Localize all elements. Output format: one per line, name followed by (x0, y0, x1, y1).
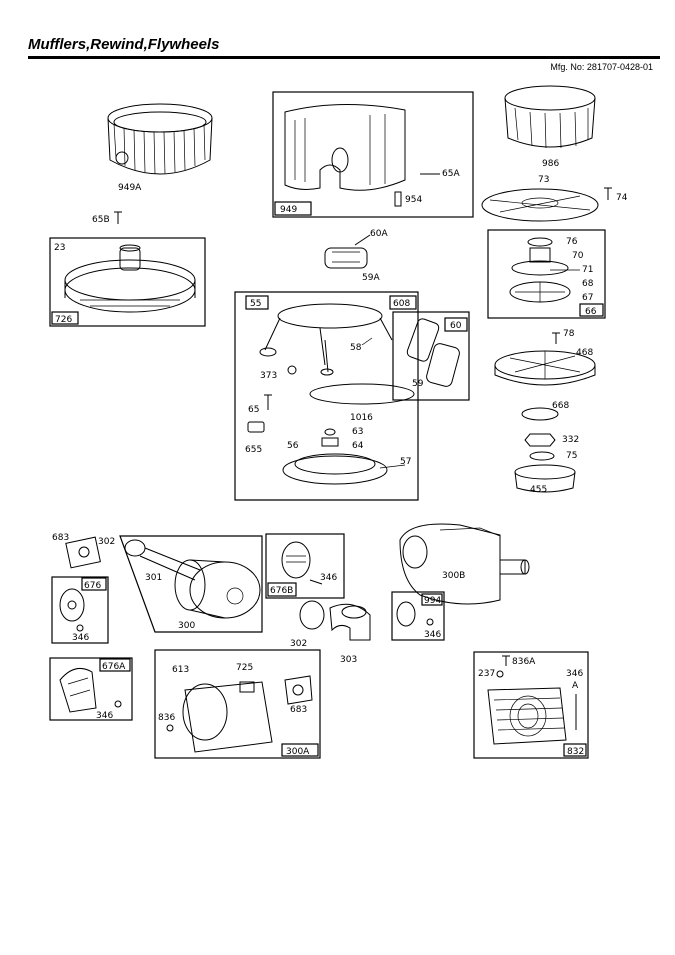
label-303: 303 (340, 655, 357, 665)
label-237: 237 (478, 669, 495, 679)
label-300A: 300A (286, 747, 310, 757)
label-78: 78 (563, 329, 575, 339)
label-949A: 949A (118, 183, 142, 193)
label-373: 373 (260, 371, 277, 381)
exhaust-elbow-303: 302 303 (290, 600, 371, 665)
label-836A: 836A (512, 657, 536, 667)
label-346-c: 346 (424, 630, 441, 640)
starter-clutch-box: 76 70 71 68 67 66 (487, 229, 606, 319)
label-60A: 60A (370, 229, 388, 239)
muffler-deflector-676: 676 346 (51, 576, 109, 644)
label-66: 66 (585, 307, 597, 317)
muffler-deflector-676A: 676A 346 (49, 657, 133, 721)
label-57: 57 (400, 457, 411, 467)
muffler-300A-box: 613 725 836 683 300A (154, 649, 321, 759)
label-70: 70 (572, 251, 584, 261)
label-1016: 1016 (350, 413, 373, 423)
label-726: 726 (55, 315, 72, 325)
label-655: 655 (245, 445, 262, 455)
label-676A: 676A (102, 662, 126, 672)
label-468: 468 (576, 348, 593, 358)
page-title: Mufflers,Rewind,Flywheels (28, 36, 220, 53)
label-608: 608 (393, 299, 410, 309)
label-23: 23 (54, 243, 65, 253)
grass-screen-73: 73 74 (481, 175, 628, 222)
muffler-300B: 300B (399, 523, 530, 605)
label-73: 73 (538, 175, 549, 185)
label-58: 58 (350, 343, 362, 353)
label-302-b: 302 (290, 639, 307, 649)
label-68: 68 (582, 279, 594, 289)
label-59: 59 (412, 379, 424, 389)
label-346-d: 346 (96, 711, 113, 721)
label-71: 71 (582, 265, 593, 275)
manufacturer-number: Mfg. No: 281707-0428-01 (550, 62, 653, 72)
label-346-b: 346 (320, 573, 337, 583)
heat-shield-box: 65A 954 949 (272, 91, 474, 218)
label-300B: 300B (442, 571, 465, 581)
flywheel-box: 23 726 (49, 237, 206, 327)
flywheel-stack: 78 468 668 332 75 455 (494, 329, 596, 495)
rewind-starter-group: 55 608 58 373 60 59 1016 65 655 63 64 56… (234, 291, 470, 501)
title-rule (28, 56, 660, 59)
muffler-deflector-676B: 346 676B (265, 533, 345, 599)
muffler-guard-949A: 949A (107, 103, 213, 193)
label-67: 67 (582, 293, 593, 303)
label-300: 300 (178, 621, 195, 631)
label-59A: 59A (362, 273, 380, 283)
label-949: 949 (280, 205, 297, 215)
label-60: 60 (450, 321, 462, 331)
spark-arrester-994: 994 346 (391, 591, 445, 641)
label-301: 301 (145, 573, 162, 583)
label-63: 63 (352, 427, 363, 437)
label-76: 76 (566, 237, 578, 247)
label-832: 832 (567, 747, 584, 757)
label-55: 55 (250, 299, 261, 309)
label-332: 332 (562, 435, 579, 445)
label-65B: 65B (92, 215, 110, 225)
label-683-b: 683 (290, 705, 307, 715)
label-75: 75 (566, 451, 577, 461)
label-302-a: 302 (98, 537, 115, 547)
label-836-a: 836 (158, 713, 175, 723)
label-725: 725 (236, 663, 253, 673)
label-986: 986 (542, 159, 559, 169)
rotating-screen-986: 986 (504, 85, 596, 169)
label-346-e: 346 (566, 669, 583, 679)
label-683-a: 683 (52, 533, 69, 543)
label-64: 64 (352, 441, 364, 451)
label-676: 676 (84, 581, 101, 591)
muffler-832-box: 836A 237 346 A 832 (473, 651, 589, 759)
label-994: 994 (424, 596, 441, 606)
label-65: 65 (248, 405, 259, 415)
label-65A: 65A (442, 169, 460, 179)
label-676B: 676B (270, 586, 293, 596)
label-A: A (572, 681, 579, 691)
label-613: 613 (172, 665, 189, 675)
label-455: 455 (530, 485, 547, 495)
label-668: 668 (552, 401, 569, 411)
label-56: 56 (287, 441, 299, 451)
muffler-300-group: 683 302 301 300 (52, 533, 263, 633)
label-346-a: 346 (72, 633, 89, 643)
pawl-59A: 60A 59A (324, 229, 388, 283)
screw-65B: 65B (92, 211, 122, 225)
label-74: 74 (616, 193, 628, 203)
label-954: 954 (405, 195, 422, 205)
